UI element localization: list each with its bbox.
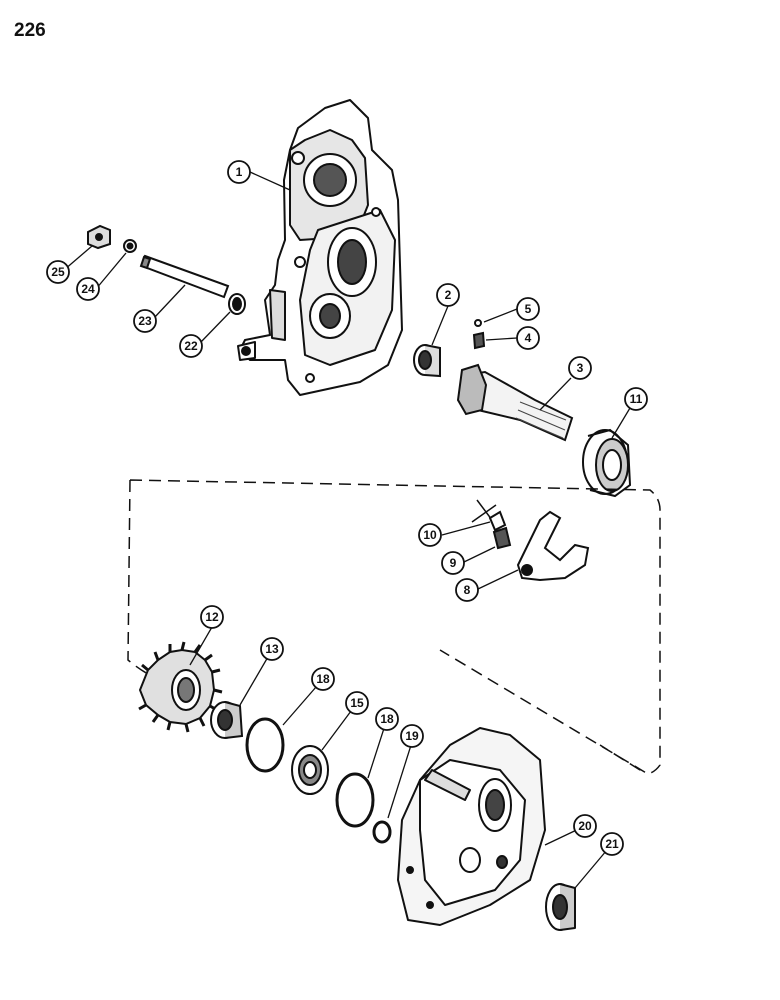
callout-10: 10 bbox=[418, 523, 442, 547]
svg-text:9: 9 bbox=[450, 556, 457, 570]
shift-fork-assembly bbox=[471, 499, 590, 582]
svg-text:25: 25 bbox=[51, 265, 65, 279]
part-18-ring-b bbox=[335, 772, 375, 828]
callout-13: 13 bbox=[260, 637, 284, 661]
svg-text:20: 20 bbox=[578, 819, 592, 833]
callout-22: 22 bbox=[179, 334, 203, 358]
callout-12: 12 bbox=[200, 605, 224, 629]
svg-text:8: 8 bbox=[464, 583, 471, 597]
part-8-fork bbox=[516, 510, 590, 582]
svg-text:2: 2 bbox=[445, 288, 452, 302]
svg-text:18: 18 bbox=[316, 672, 330, 686]
part-12-gear bbox=[138, 641, 223, 733]
callout-23: 23 bbox=[133, 309, 157, 333]
svg-text:11: 11 bbox=[630, 392, 643, 406]
part-10-tip bbox=[488, 510, 507, 532]
callout-5: 5 bbox=[516, 297, 540, 321]
svg-text:21: 21 bbox=[605, 837, 619, 851]
callout-8: 8 bbox=[455, 578, 479, 602]
callout-20: 20 bbox=[573, 814, 597, 838]
callout-19: 19 bbox=[400, 724, 424, 748]
svg-text:23: 23 bbox=[138, 314, 152, 328]
page-number: 226 bbox=[14, 20, 46, 41]
callout-2: 2 bbox=[436, 283, 460, 307]
part-4-spring bbox=[472, 331, 486, 350]
callout-25: 25 bbox=[46, 260, 70, 284]
svg-text:4: 4 bbox=[525, 331, 532, 345]
callout-9: 9 bbox=[441, 551, 465, 575]
part-10-wire bbox=[471, 499, 497, 523]
svg-text:13: 13 bbox=[265, 642, 279, 656]
output-gear-assembly bbox=[138, 641, 392, 844]
part-5-ball bbox=[474, 319, 482, 327]
shaft-assembly-left bbox=[87, 224, 246, 315]
input-shaft-assembly bbox=[413, 319, 632, 498]
callout-18-b: 18 bbox=[375, 707, 399, 731]
cover-assembly bbox=[397, 727, 576, 931]
svg-text:22: 22 bbox=[184, 339, 198, 353]
callout-1: 1 bbox=[227, 160, 251, 184]
callout-4: 4 bbox=[516, 326, 540, 350]
svg-text:19: 19 bbox=[405, 729, 419, 743]
svg-text:3: 3 bbox=[577, 361, 584, 375]
svg-text:15: 15 bbox=[350, 696, 364, 710]
callout-15: 15 bbox=[345, 691, 369, 715]
svg-text:5: 5 bbox=[525, 302, 532, 316]
part-18-ring-a bbox=[245, 717, 285, 773]
svg-text:24: 24 bbox=[81, 282, 95, 296]
callouts: 1 2 3 4 5 8 9 10 11 12 13 15 18 18 19 20… bbox=[46, 160, 648, 856]
svg-text:12: 12 bbox=[205, 610, 219, 624]
part-23-shaft bbox=[140, 254, 230, 299]
part-9-screw bbox=[492, 526, 512, 550]
svg-text:18: 18 bbox=[380, 712, 394, 726]
callout-11: 11 bbox=[624, 387, 648, 411]
callout-21: 21 bbox=[600, 832, 624, 856]
part-19-ring bbox=[372, 820, 392, 844]
callout-24: 24 bbox=[76, 277, 100, 301]
callout-18-a: 18 bbox=[311, 667, 335, 691]
svg-text:10: 10 bbox=[423, 528, 437, 542]
callout-3: 3 bbox=[568, 356, 592, 380]
dashed-group-outline bbox=[127, 479, 661, 775]
svg-text:1: 1 bbox=[236, 165, 243, 179]
main-housing-part bbox=[237, 99, 403, 396]
